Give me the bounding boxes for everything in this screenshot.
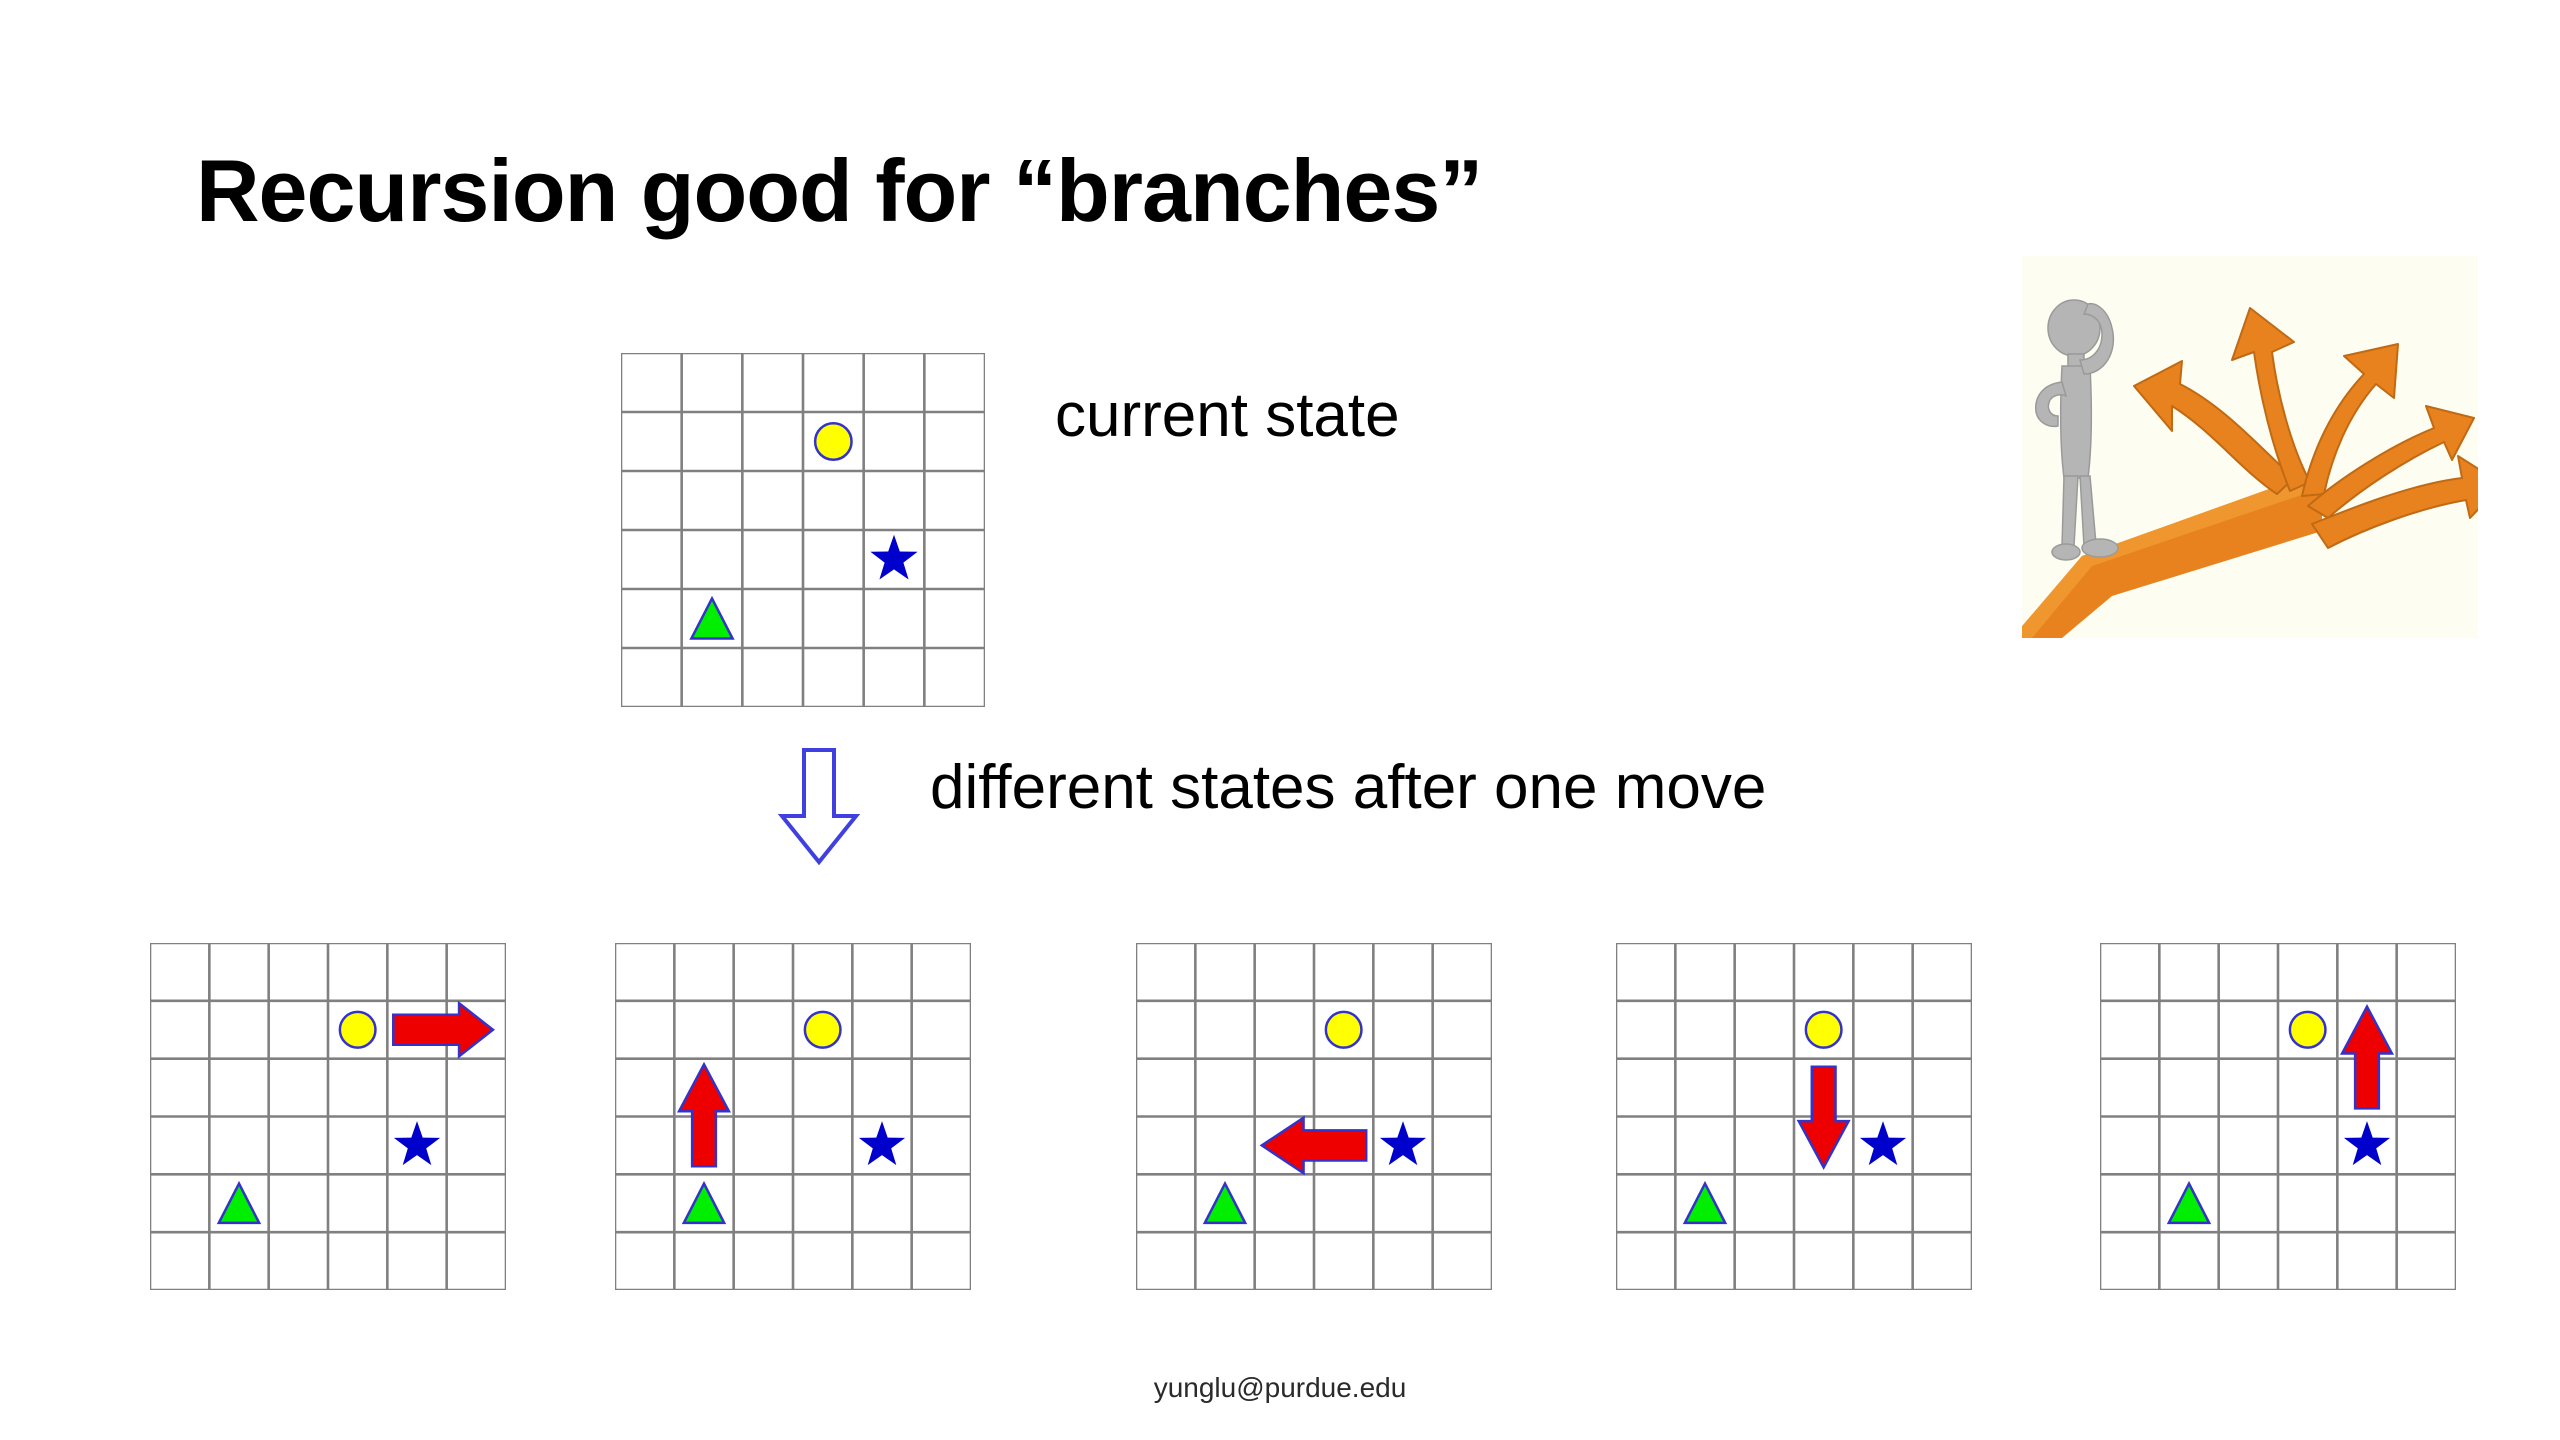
page-title: Recursion good for “branches”: [196, 141, 1483, 240]
grid-pieces: [216, 1000, 495, 1225]
flow-down-arrow-icon: [777, 748, 861, 866]
next-state-grid-2: [615, 943, 971, 1290]
clipart-svg: [2022, 256, 2478, 638]
grid-lines: [1136, 943, 1492, 1290]
grid-pieces: [689, 421, 918, 640]
next-state-grid-3: [1136, 943, 1492, 1290]
label-different-states: different states after one move: [930, 753, 1767, 822]
grid-lines: [621, 353, 985, 707]
current-state-grid: [621, 353, 985, 707]
footer-email: yunglu@purdue.edu: [1153, 1372, 1407, 1403]
branching-path-clipart: [2022, 256, 2478, 638]
label-current-state: current state: [1055, 381, 1400, 450]
next-state-grid-4: [1616, 943, 1972, 1290]
grid-pieces: [1682, 1010, 1907, 1225]
grid-pieces: [1202, 1010, 1427, 1225]
grid-pieces: [2166, 1003, 2395, 1225]
next-state-grid-1: [150, 943, 506, 1290]
grid-pieces: [676, 1010, 906, 1225]
grid-lines: [150, 943, 506, 1290]
grid-lines: [1616, 943, 1972, 1290]
grid-lines: [2100, 943, 2456, 1290]
grid-lines: [615, 943, 971, 1290]
next-state-grid-5: [2100, 943, 2456, 1290]
